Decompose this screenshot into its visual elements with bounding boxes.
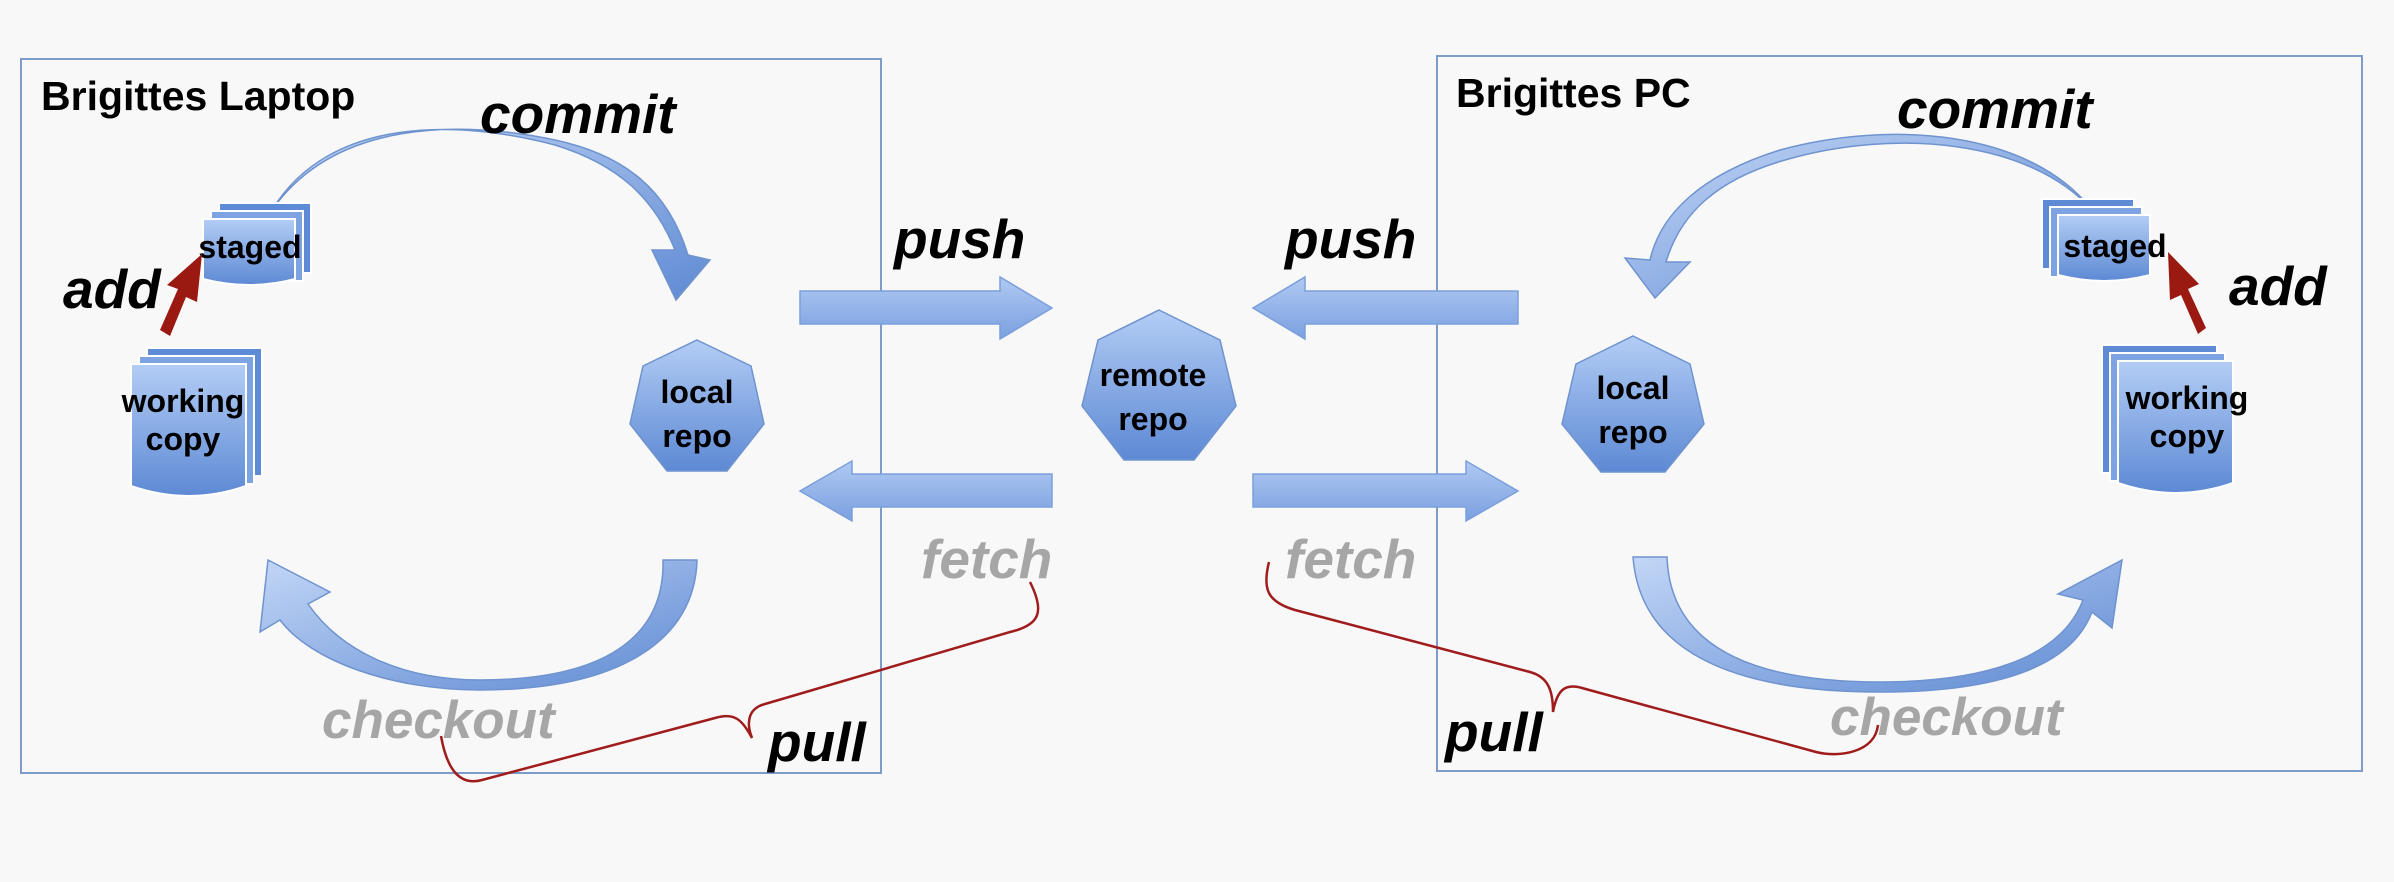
laptop-working-label-2: copy [146, 421, 221, 457]
laptop-title: Brigittes Laptop [41, 73, 355, 119]
laptop-fetch-arrow [798, 459, 1053, 523]
pc-commit-label: commit [1897, 78, 2095, 140]
laptop-local-repo: local repo [629, 339, 765, 472]
laptop-local-repo-label-1: local [661, 374, 734, 410]
laptop-frame [20, 58, 882, 774]
pc-checkout-arc [1632, 556, 2123, 693]
pc-checkout-label: checkout [1830, 688, 2065, 747]
remote-repo-label-2: repo [1118, 401, 1187, 437]
pc-staged-stack: staged [2041, 198, 2167, 282]
pc-commit-arc [1623, 133, 2093, 300]
pc-pull-brace [1265, 561, 1880, 756]
laptop-local-repo-label-2: repo [662, 418, 731, 454]
pc-working-label-1: working [2125, 380, 2249, 416]
pc-working-copy-stack: working copy [2101, 344, 2249, 494]
pc-staged-label: staged [2063, 228, 2166, 264]
pc-local-repo: local repo [1561, 335, 1705, 473]
pc-working-label-2: copy [2150, 418, 2225, 454]
laptop-push-arrow [799, 275, 1054, 341]
pc-frame [1436, 55, 2363, 772]
fetch-right-label: fetch [1285, 528, 1416, 590]
pc-fetch-arrow [1252, 459, 1520, 523]
laptop-pull-brace [439, 581, 1040, 783]
laptop-add-label: add [63, 258, 162, 320]
laptop-working-label-1: working [121, 383, 245, 419]
laptop-commit-label: commit [480, 83, 678, 145]
pc-local-repo-label-2: repo [1598, 414, 1667, 450]
laptop-checkout-arc [259, 558, 698, 691]
remote-repo-label-1: remote [1100, 357, 1207, 393]
laptop-pull-label: pull [766, 711, 867, 773]
pc-add-arrow [2168, 252, 2206, 334]
fetch-left-label: fetch [921, 528, 1052, 590]
laptop-staged-stack: staged [198, 202, 312, 286]
pc-add-label: add [2229, 255, 2328, 317]
push-right-label: push [1283, 208, 1416, 270]
laptop-checkout-label: checkout [322, 691, 557, 750]
remote-repo: remote repo [1081, 309, 1237, 461]
pc-push-arrow [1251, 275, 1519, 341]
push-left-label: push [892, 208, 1025, 270]
pc-local-repo-label-1: local [1597, 370, 1670, 406]
laptop-add-arrow [160, 254, 202, 336]
laptop-commit-arc [271, 128, 712, 302]
laptop-staged-label: staged [198, 229, 301, 265]
pc-title: Brigittes PC [1456, 70, 1691, 116]
pc-pull-label: pull [1443, 701, 1544, 763]
laptop-working-copy-stack: working copy [121, 347, 263, 497]
